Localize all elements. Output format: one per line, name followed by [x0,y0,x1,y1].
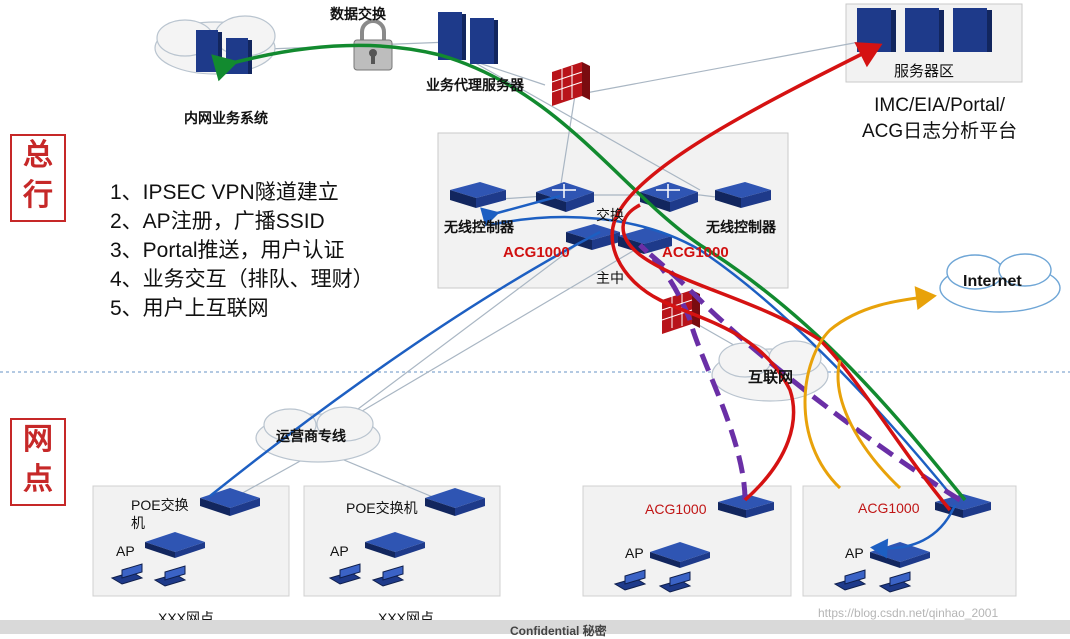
orange-path-1 [803,286,937,490]
headquarters-label-text: 总行 [23,138,53,213]
blue-path-left [209,230,601,497]
red-path-branch4 [621,203,952,512]
wireless-controller-icon-right [715,182,771,208]
step-list: 1、IPSEC VPN隧道建立 2、AP注册，广播SSID 3、Portal推送… [110,178,374,323]
headquarters-section-label: 总行 [10,134,66,222]
footer-bar [0,620,1070,634]
laptop-icons [110,563,912,593]
firewall-icon-top [551,62,590,106]
confidential-label: Confidential 秘密 [510,624,607,638]
cloud-internet [939,253,1061,313]
core-switch-icon-right [640,182,698,212]
branch-3-ap-label: AP [625,545,644,561]
firewall-icon-center [661,290,700,334]
wireless-controller-icon-left [450,182,506,208]
access-point-icon-2 [365,532,425,558]
cloud-carrier [255,406,381,463]
branch-4-ap-label: AP [845,545,864,561]
carrier-line-label: 运营商专线 [276,428,346,444]
acg-gateway-icon-branch-3 [718,494,774,518]
internet-cn-label: 互联网 [748,369,794,386]
core-switch-label: 交换 [596,207,624,223]
step-2: 2、AP注册，广播SSID [110,210,325,233]
proxy-server-label: 业务代理服务器 [426,77,524,93]
intranet-system-label: 内网业务系统 [184,110,268,126]
green-path [211,43,967,502]
access-point-icon-1 [145,532,205,558]
server-zone-servers-icon [857,8,992,52]
red-path-branch3 [610,42,883,502]
platform-label-line2: ACG日志分析平台 [862,121,1018,142]
step-3: 3、Portal推送，用户认证 [110,239,345,262]
poe-switch-icon-2 [425,488,485,516]
access-point-icon-3 [650,542,710,568]
server-zone-label: 服务器区 [894,63,955,80]
branch-1-ap-label: AP [116,543,135,559]
step-4: 4、业务交互（排队、理财） [110,268,374,291]
branch-3-acg-label: ACG1000 [645,501,707,517]
proxy-server-icon [438,12,498,64]
watermark-text: https://blog.csdn.net/qinhao_2001 [818,606,999,620]
blue-path-right [489,215,956,501]
acg-hq-left-label: ACG1000 [503,244,570,261]
branch-1-switch-label: POE交换机 [131,497,189,531]
step-1: 1、IPSEC VPN隧道建立 [110,181,339,204]
branch-2-switch-label: POE交换机 [346,500,418,516]
branch-label-text: 网点 [23,422,53,497]
wireless-controller-left-label: 无线控制器 [444,219,514,235]
branch-2-ap-label: AP [330,543,349,559]
platform-label-line1: IMC/EIA/Portal/ [874,95,1006,116]
main-center-label: 主中 [596,270,624,286]
core-switch-icon-left [536,182,594,212]
internet-label: Internet [963,273,1022,290]
branch-4-acg-label: ACG1000 [858,500,920,516]
branch-section-label: 网点 [10,418,66,506]
platform-label: IMC/EIA/Portal/ ACG日志分析平台 [862,93,1017,145]
blue-path-controller [480,194,561,227]
step-5: 5、用户上互联网 [110,297,269,320]
orange-path-2 [836,359,902,490]
data-exchange-label: 数据交换 [330,6,386,22]
blue-path-ap [870,504,957,559]
wireless-controller-right-label: 无线控制器 [706,219,776,235]
acg-hq-right-label: ACG1000 [662,244,729,261]
